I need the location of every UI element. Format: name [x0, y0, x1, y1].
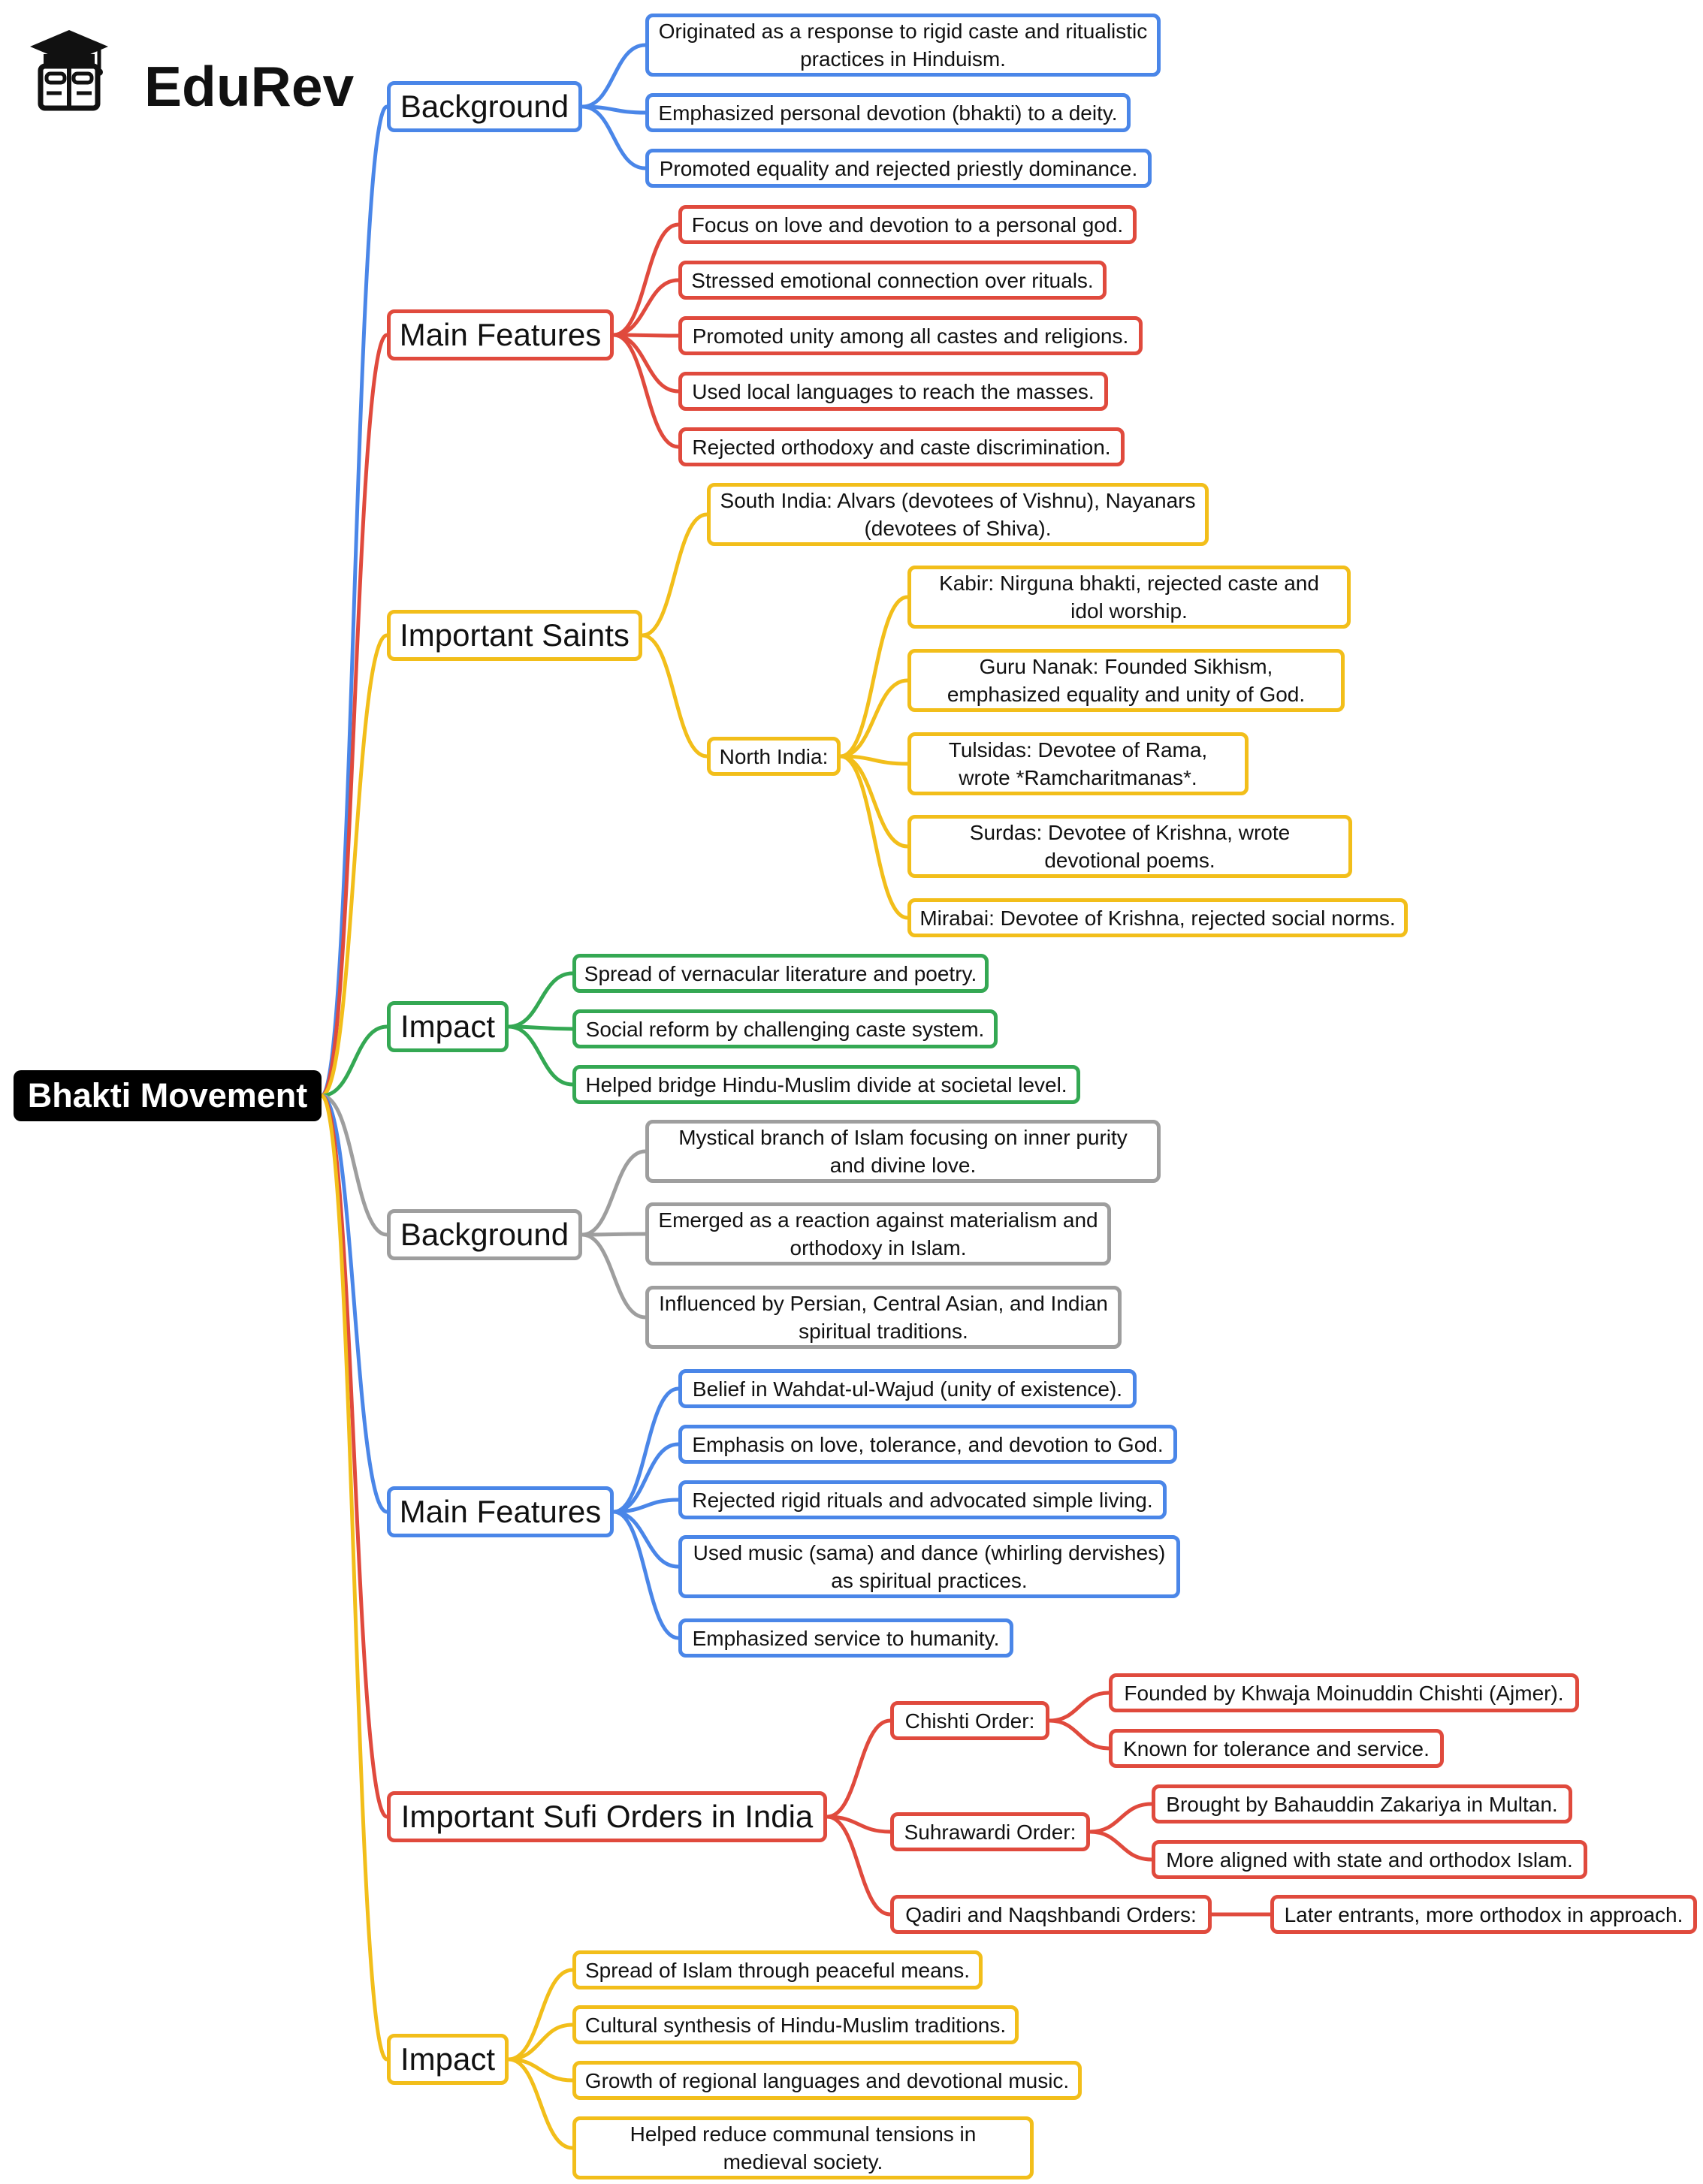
branch-to-item-connector [506, 2057, 575, 2150]
subitem-known-for-tolerance-and-service: Known for tolerance and service. [1109, 1729, 1444, 1768]
branch-background: Background [387, 81, 582, 132]
root-node: Bhakti Movement [14, 1070, 322, 1121]
item-chishti-order: Chishti Order: [890, 1701, 1049, 1740]
logo-text: EduRev [144, 55, 355, 118]
branch-to-item-connector [825, 1814, 892, 1917]
item-qadiri-and-naqshbandi-orders: Qadiri and Naqshbandi Orders: [890, 1895, 1212, 1934]
item-rejected-orthodoxy-and-caste-discriminat: Rejected orthodoxy and caste discriminat… [678, 427, 1125, 466]
item-emerged-as-a-reaction-against-materialis: Emerged as a reaction against materialis… [645, 1202, 1111, 1265]
branch-background: Background [387, 1209, 582, 1260]
item-belief-in-wahdat-ul-wajud-unity-of-exist: Belief in Wahdat-ul-Wajud (unity of exis… [678, 1369, 1137, 1408]
item-cultural-synthesis-of-hindu-muslim-tradi: Cultural synthesis of Hindu-Muslim tradi… [572, 2005, 1019, 2044]
branch-to-item-connector [580, 43, 648, 109]
item-to-subitem-connector [838, 754, 910, 766]
item-south-india-alvars-devotees-of-vishnu-na: South India: Alvars (devotees of Vishnu)… [707, 483, 1209, 546]
item-to-subitem-connector [1088, 1830, 1154, 1862]
branch-to-item-connector [611, 333, 681, 394]
branch-to-item-connector [506, 2023, 575, 2062]
subitem-guru-nanak-founded-sikhism-emphasized-eq: Guru Nanak: Founded Sikhism, emphasized … [907, 649, 1345, 712]
branch-to-item-connector [580, 1232, 648, 1320]
branch-to-item-connector [611, 1510, 681, 1640]
item-focus-on-love-and-devotion-to-a-personal: Focus on love and devotion to a personal… [678, 205, 1137, 244]
branch-to-item-connector [611, 278, 681, 337]
branch-to-item-connector [611, 1510, 681, 1569]
item-helped-reduce-communal-tensions-in-medie: Helped reduce communal tensions in medie… [572, 2116, 1034, 2179]
item-stressed-emotional-connection-over-ritua: Stressed emotional connection over ritua… [678, 261, 1107, 300]
branch-main-features: Main Features [387, 309, 614, 360]
item-suhrawardi-order: Suhrawardi Order: [890, 1812, 1090, 1851]
item-used-local-languages-to-reach-the-masses: Used local languages to reach the masses… [678, 372, 1108, 411]
item-used-music-sama-and-dance-whirling-dervi: Used music (sama) and dance (whirling de… [678, 1535, 1180, 1598]
item-promoted-unity-among-all-castes-and-reli: Promoted unity among all castes and reli… [678, 316, 1143, 355]
item-influenced-by-persian-central-asian-and-: Influenced by Persian, Central Asian, an… [645, 1286, 1122, 1349]
root-to-impact-connector [319, 1094, 389, 2062]
root-to-impact-connector [319, 1024, 389, 1098]
branch-to-item-connector [580, 104, 648, 170]
item-social-reform-by-challenging-caste-syste: Social reform by challenging caste syste… [572, 1009, 998, 1048]
item-helped-bridge-hindu-muslim-divide-at-soc: Helped bridge Hindu-Muslim divide at soc… [572, 1065, 1080, 1104]
branch-important-saints: Important Saints [387, 610, 642, 661]
subitem-later-entrants-more-orthodox-in-approach: Later entrants, more orthodox in approac… [1270, 1895, 1697, 1934]
branch-to-item-connector [611, 1442, 681, 1514]
subitem-founded-by-khwaja-moinuddin-chishti-ajme: Founded by Khwaja Moinuddin Chishti (Ajm… [1109, 1673, 1579, 1712]
item-to-subitem-connector [838, 595, 910, 759]
item-originated-as-a-response-to-rigid-caste-: Originated as a response to rigid caste … [645, 14, 1161, 77]
edurev-logo: EduRev [24, 24, 354, 118]
subitem-tulsidas-devotee-of-rama-wrote-ramcharit: Tulsidas: Devotee of Rama, wrote *Ramcha… [907, 732, 1249, 795]
item-emphasized-service-to-humanity: Emphasized service to humanity. [678, 1618, 1013, 1658]
item-to-subitem-connector [1088, 1802, 1154, 1834]
item-rejected-rigid-rituals-and-advocated-sim: Rejected rigid rituals and advocated sim… [678, 1480, 1167, 1519]
item-north-india: North India: [707, 737, 841, 776]
branch-to-item-connector [825, 1718, 892, 1819]
branch-to-item-connector [611, 333, 681, 449]
branch-impact: Impact [387, 1001, 509, 1052]
branch-main-features: Main Features [387, 1486, 614, 1537]
branch-to-item-connector [640, 512, 709, 638]
root-to-main-features-connector [319, 1094, 389, 1514]
item-to-subitem-connector [1047, 1691, 1111, 1723]
root-to-main-features-connector [319, 333, 389, 1098]
subitem-more-aligned-with-state-and-orthodox-isl: More aligned with state and orthodox Isl… [1152, 1840, 1587, 1879]
branch-impact: Impact [387, 2034, 509, 2085]
branch-to-item-connector [611, 1498, 681, 1514]
item-spread-of-vernacular-literature-and-poet: Spread of vernacular literature and poet… [572, 954, 989, 993]
root-to-background-connector [319, 104, 389, 1098]
branch-to-item-connector [580, 1149, 648, 1237]
subitem-kabir-nirguna-bhakti-rejected-caste-and-: Kabir: Nirguna bhakti, rejected caste an… [907, 566, 1351, 629]
branch-to-item-connector [580, 1232, 648, 1237]
item-growth-of-regional-languages-and-devotio: Growth of regional languages and devotio… [572, 2061, 1082, 2100]
item-mystical-branch-of-islam-focusing-on-inn: Mystical branch of Islam focusing on inn… [645, 1120, 1161, 1183]
item-to-subitem-connector [1047, 1718, 1111, 1751]
item-promoted-equality-and-rejected-priestly-: Promoted equality and rejected priestly … [645, 149, 1152, 188]
subitem-brought-by-bahauddin-zakariya-in-multan: Brought by Bahauddin Zakariya in Multan. [1152, 1784, 1572, 1824]
root-to-important-sufi-orders-in-india-connector [319, 1094, 389, 1819]
branch-to-item-connector [506, 971, 575, 1029]
graduation-cap-book-icon [30, 30, 108, 111]
item-to-subitem-connector [838, 754, 910, 920]
branch-to-item-connector [506, 1968, 575, 2062]
branch-to-item-connector [611, 1386, 681, 1514]
branch-important-sufi-orders-in-india: Important Sufi Orders in India [387, 1791, 827, 1842]
branch-to-item-connector [825, 1814, 892, 1834]
item-emphasis-on-love-tolerance-and-devotion-: Emphasis on love, tolerance, and devotio… [678, 1425, 1177, 1464]
branch-to-item-connector [640, 633, 709, 759]
root-to-important-saints-connector [319, 633, 389, 1098]
item-spread-of-islam-through-peaceful-means: Spread of Islam through peaceful means. [572, 1950, 983, 1989]
root-to-background-connector [319, 1094, 389, 1237]
subitem-mirabai-devotee-of-krishna-rejected-soci: Mirabai: Devotee of Krishna, rejected so… [907, 898, 1408, 937]
branch-to-item-connector [611, 222, 681, 337]
item-to-subitem-connector [838, 678, 910, 759]
item-emphasized-personal-devotion-bhakti-to-a: Emphasized personal devotion (bhakti) to… [645, 93, 1131, 132]
branch-to-item-connector [506, 1024, 575, 1087]
subitem-surdas-devotee-of-krishna-wrote-devotion: Surdas: Devotee of Krishna, wrote devoti… [907, 815, 1352, 878]
